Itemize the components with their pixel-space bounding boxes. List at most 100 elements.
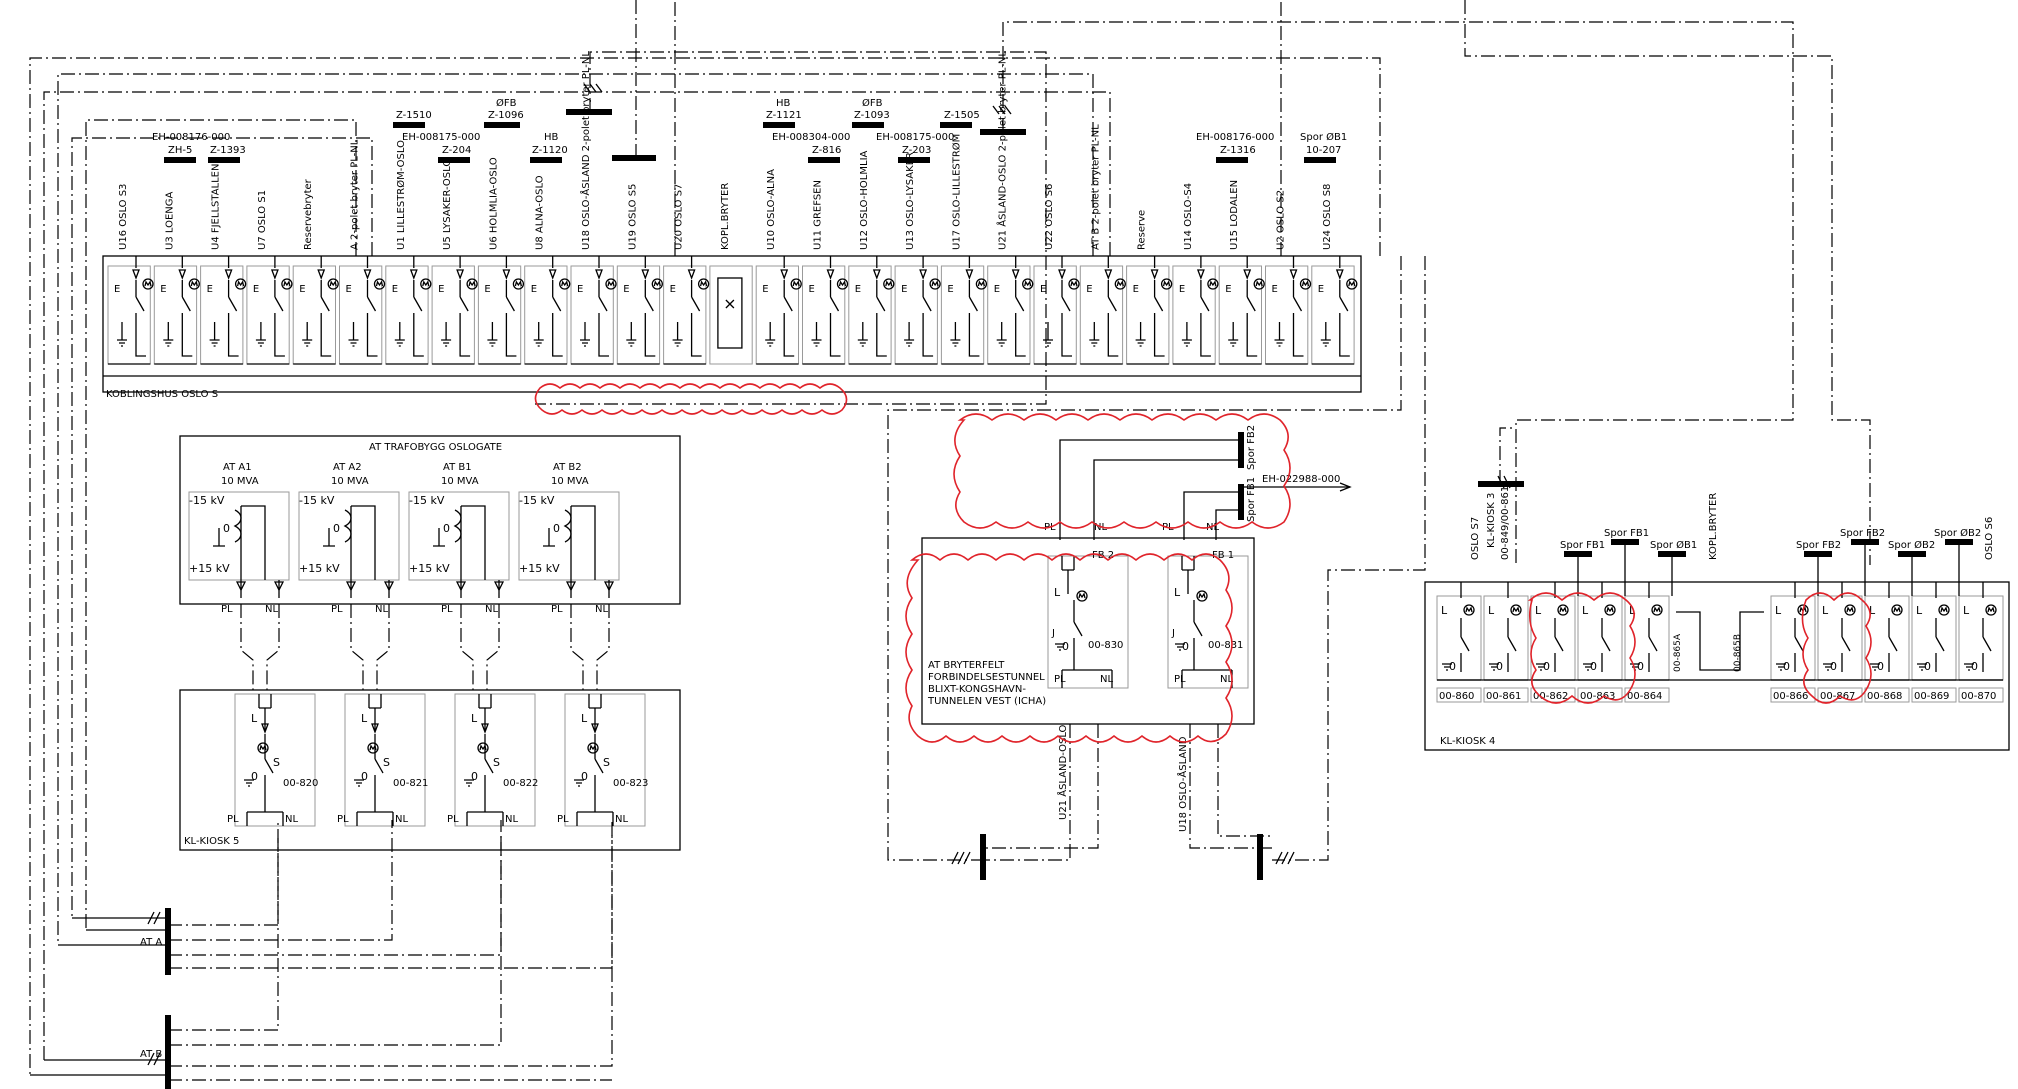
- pl-label: PL: [331, 604, 343, 615]
- feeder-label: U18 OSLO-ÅSLAND 2-polet bryter PL-NL: [579, 51, 592, 250]
- j-label: J: [1171, 628, 1175, 639]
- zero-label: 0: [1590, 660, 1597, 673]
- earth-e: E: [531, 284, 537, 295]
- kiosk4-oslo-s6: OSLO S6: [1984, 517, 1995, 560]
- zero-label: 0: [553, 522, 560, 535]
- feeder-label: U7 OSLO S1: [257, 190, 268, 250]
- earth-e: E: [994, 284, 1000, 295]
- ref-z-1096: Z-1096: [488, 110, 524, 121]
- feeder-label: U20 OSLO S7: [674, 184, 685, 250]
- switch-number: 00-861: [1486, 691, 1521, 702]
- earth-e: E: [1318, 284, 1324, 295]
- trafo-rating: 10 MVA: [441, 476, 479, 487]
- kv-top: -15 kV: [299, 494, 335, 507]
- feeder-label: U17 OSLO-LILLESTRØM: [950, 134, 962, 250]
- ref-z-1393: Z-1393: [210, 145, 246, 156]
- nl-label: NL: [615, 814, 628, 825]
- kiosk4-title: KL-KIOSK 4: [1440, 736, 1495, 747]
- feed-u21-label: U21 ÅSLAND-OSLO: [1056, 724, 1069, 820]
- l-label: L: [1582, 604, 1589, 617]
- ref-spor-ob1: Spor ØB1: [1300, 131, 1347, 143]
- kiosk4-kopl-bryter: KOPL.BRYTER: [1708, 493, 1719, 560]
- s-label: S: [383, 756, 390, 769]
- ref-z-816: Z-816: [812, 145, 841, 156]
- kiosk3-label-1: KL-KIOSK 3: [1486, 493, 1497, 548]
- earth-e: E: [1086, 284, 1092, 295]
- zero-label: 0: [581, 770, 588, 783]
- feeder-label: AT B 2-polet bryter PL-NL: [1090, 124, 1101, 250]
- kv-bottom: +15 kV: [299, 562, 340, 575]
- oslo-s-title: KOBLINGSHUS OSLO S: [106, 389, 218, 400]
- track-label: Spor ØB1: [1650, 539, 1697, 551]
- kv-top: -15 kV: [409, 494, 445, 507]
- pl-label: PL: [227, 814, 239, 825]
- feed-u18-label: U18 OSLO-ÅSLAND: [1176, 736, 1189, 832]
- earth-e: E: [114, 284, 120, 295]
- zero-label: 0: [1543, 660, 1550, 673]
- feeder-label: U14 OSLO-S4: [1183, 183, 1194, 250]
- j-label: J: [1051, 628, 1055, 639]
- zero-label: 0: [1783, 660, 1790, 673]
- zero-label: 0: [1971, 660, 1978, 673]
- trafo-rating: 10 MVA: [551, 476, 589, 487]
- l-label: L: [1775, 604, 1782, 617]
- nl-label: NL: [485, 604, 498, 615]
- earth-e: E: [438, 284, 444, 295]
- zero-label: 0: [1496, 660, 1503, 673]
- bryterfelt-title-1: AT BRYTERFELT: [928, 660, 1005, 671]
- kiosk5-title: KL-KIOSK 5: [184, 836, 239, 847]
- l-label: L: [251, 712, 258, 725]
- earth-e: E: [670, 284, 676, 295]
- ref-10-207: 10-207: [1306, 145, 1341, 156]
- nl-label: NL: [595, 604, 608, 615]
- earth-e: E: [1272, 284, 1278, 295]
- feeder-label: KOPL.BRYTER: [720, 183, 731, 250]
- l-label: L: [1174, 586, 1181, 599]
- feeder-label: U5 LYSAKER-OSLO: [442, 159, 453, 250]
- ref-eh-008175-a: EH-008175-000: [402, 132, 480, 143]
- ref-ofb-a: ØFB: [496, 97, 517, 109]
- feeder-label: U16 OSLO S3: [118, 184, 129, 250]
- switch-865a: 00-865A: [1673, 633, 1683, 672]
- switch-number: 00-823: [613, 778, 648, 789]
- earth-e: E: [160, 284, 166, 295]
- l-label: L: [1629, 604, 1636, 617]
- ref-eh-008304: EH-008304-000: [772, 132, 850, 143]
- nl-label: NL: [505, 814, 518, 825]
- bryterfelt-spor-fb2: Spor FB2: [1246, 425, 1257, 470]
- feeder-label: U19 OSLO S5: [627, 184, 638, 250]
- ref-ofb-b: ØFB: [862, 97, 883, 109]
- zero-label: 0: [443, 522, 450, 535]
- bryterfelt-eh-ref: EH-022988-000: [1262, 474, 1340, 485]
- trafo-name: AT B2: [553, 462, 582, 473]
- l-label: L: [1441, 604, 1448, 617]
- nl-label: NL: [395, 814, 408, 825]
- switch-number: 00-830: [1088, 640, 1123, 651]
- ref-z-203: Z-203: [902, 145, 931, 156]
- l-label: L: [1054, 586, 1061, 599]
- feeder-label: U1 LILLESTRØM-OSLO: [395, 140, 407, 250]
- kiosk4-oslo-s7: OSLO S7: [1470, 517, 1481, 560]
- nl-label: NL: [285, 814, 298, 825]
- bryterfelt-title-4: TUNNELEN VEST (ICHA): [927, 696, 1046, 707]
- zero-label: 0: [1062, 640, 1069, 653]
- switch-number: 00-862: [1533, 691, 1568, 702]
- switch-865b: 00-865B: [1733, 634, 1743, 672]
- kl-kiosk-4: KL-KIOSK 4 L 0 00-860 L 0 00-861 L 0 00-862 L 0 00-…: [1424, 427, 2010, 751]
- ref-eh-008176-b: EH-008176-000: [1196, 132, 1274, 143]
- trafo-rating: 10 MVA: [221, 476, 259, 487]
- pl-label: PL: [337, 814, 349, 825]
- ref-zh-5: ZH-5: [168, 145, 192, 156]
- zero-label: 0: [1924, 660, 1931, 673]
- track-label: Spor FB1: [1560, 540, 1605, 551]
- switch-number: 00-860: [1439, 691, 1474, 702]
- switch-number: 00-864: [1627, 691, 1662, 702]
- ref-hb-a: HB: [544, 132, 559, 143]
- ref-z-1120: Z-1120: [532, 145, 568, 156]
- trafo-title: AT TRAFOBYGG OSLOGATE: [369, 442, 502, 453]
